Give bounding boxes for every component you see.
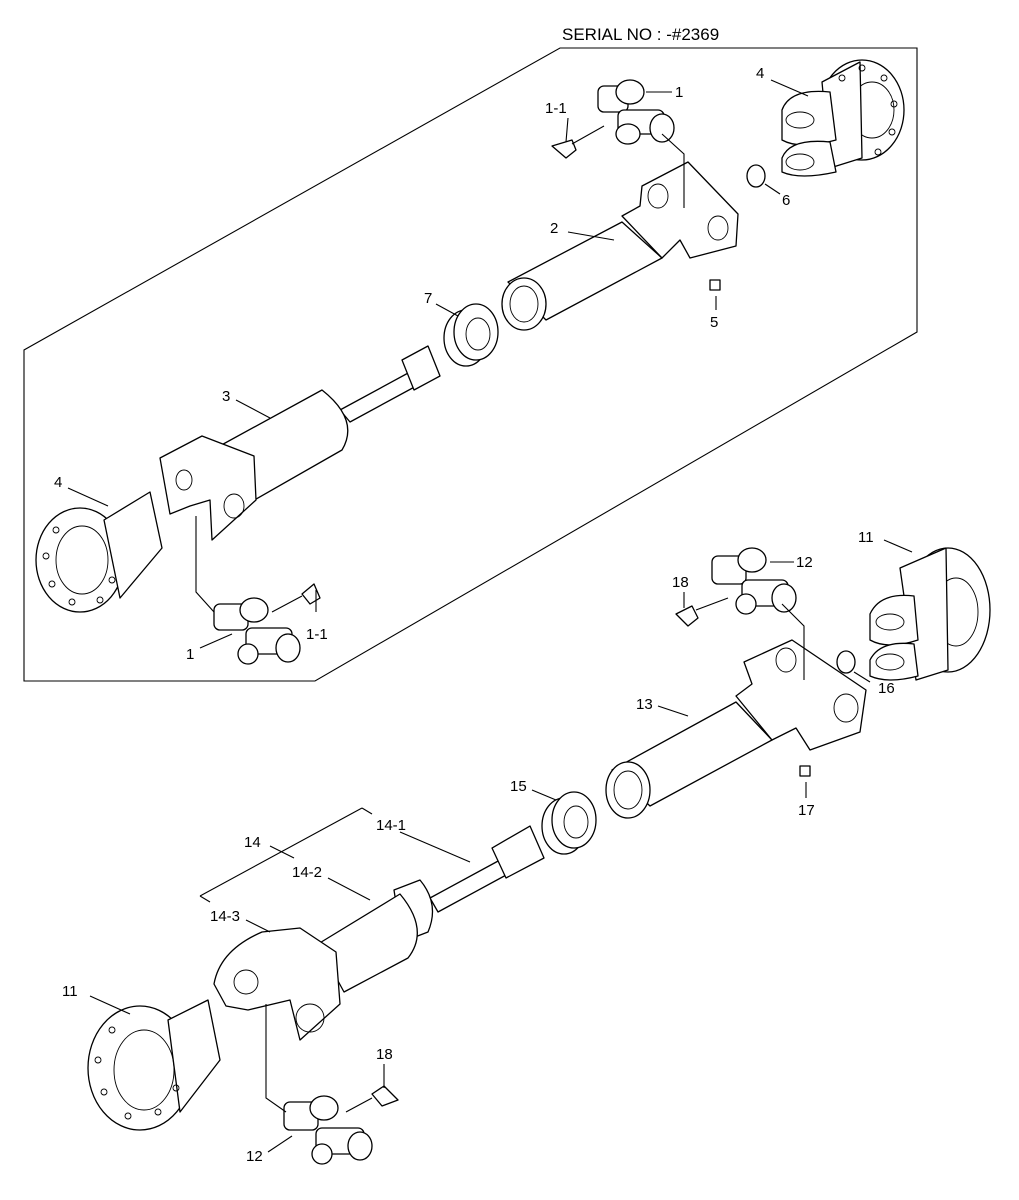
part-4-flange-yoke-upper-left [35, 491, 163, 613]
callout-13-lower: 13 [636, 696, 653, 713]
part-12-universal-joint-lower-top [711, 547, 797, 615]
callout-14-1-lower: 14-1 [376, 817, 406, 834]
callout-16-lower: 16 [878, 680, 895, 697]
part-6-snap-ring-upper [746, 164, 766, 188]
callout-14-lower: 14 [244, 834, 261, 851]
callout-12-lower-top: 12 [796, 554, 813, 571]
callout-17-lower: 17 [798, 802, 815, 819]
callout-1-upper-top: 1 [675, 84, 683, 101]
part-4-flange-yoke-upper-right [781, 59, 905, 177]
leader-lines [67, 79, 913, 1153]
part-1-universal-joint-upper-bottom [213, 597, 301, 665]
part-12-universal-joint-lower-bottom [283, 1095, 373, 1165]
callout-11-lower-right: 11 [858, 529, 874, 546]
part-7-dust-cap-upper [443, 303, 499, 367]
callout-5-upper: 5 [710, 314, 718, 331]
part-5-grease-nipple-upper [709, 279, 721, 291]
callout-1-1-upper-bottom: 1-1 [306, 626, 328, 643]
part-1-universal-joint-upper-top [597, 79, 675, 145]
part-13-sleeve-yoke [605, 639, 867, 819]
part-1-1-grease-fitting-upper-top [551, 125, 605, 159]
callout-18-lower-bottom: 18 [376, 1046, 393, 1063]
part-1-1-grease-fitting-upper-bottom [271, 583, 321, 613]
part-14-slip-shaft-assembly [213, 825, 545, 1041]
callout-7-upper: 7 [424, 290, 432, 307]
part-11-flange-yoke-lower-left [87, 999, 221, 1131]
part-3-slip-shaft [159, 345, 441, 541]
callout-12-lower-bottom: 12 [246, 1148, 263, 1165]
serial-number-header: SERIAL NO : -#2369 [562, 25, 719, 44]
callout-1-1-upper-top: 1-1 [545, 100, 567, 117]
callout-14-2-lower: 14-2 [292, 864, 322, 881]
callout-4-upper-left: 4 [54, 474, 62, 491]
callout-1-upper-bottom: 1 [186, 646, 194, 663]
callout-15-lower: 15 [510, 778, 527, 795]
callout-18-lower-top: 18 [672, 574, 689, 591]
upper-assembly-frame [23, 47, 918, 682]
callout-3-upper: 3 [222, 388, 230, 405]
part-11-flange-yoke-lower-right [869, 547, 991, 681]
part-17-grease-nipple-lower [799, 765, 811, 777]
callout-14-3-lower: 14-3 [210, 908, 240, 925]
callout-6-upper: 6 [782, 192, 790, 209]
callout-4-upper-top: 4 [756, 65, 764, 82]
part-18-grease-fitting-lower-top [675, 597, 729, 627]
callout-11-lower-left: 11 [62, 983, 78, 1000]
part-16-snap-ring-lower [836, 650, 856, 674]
part-18-grease-fitting-lower-bottom [345, 1085, 399, 1113]
part-15-dust-cap-lower [541, 791, 597, 855]
callout-2-upper: 2 [550, 220, 558, 237]
part-2-sleeve-yoke [501, 161, 739, 331]
